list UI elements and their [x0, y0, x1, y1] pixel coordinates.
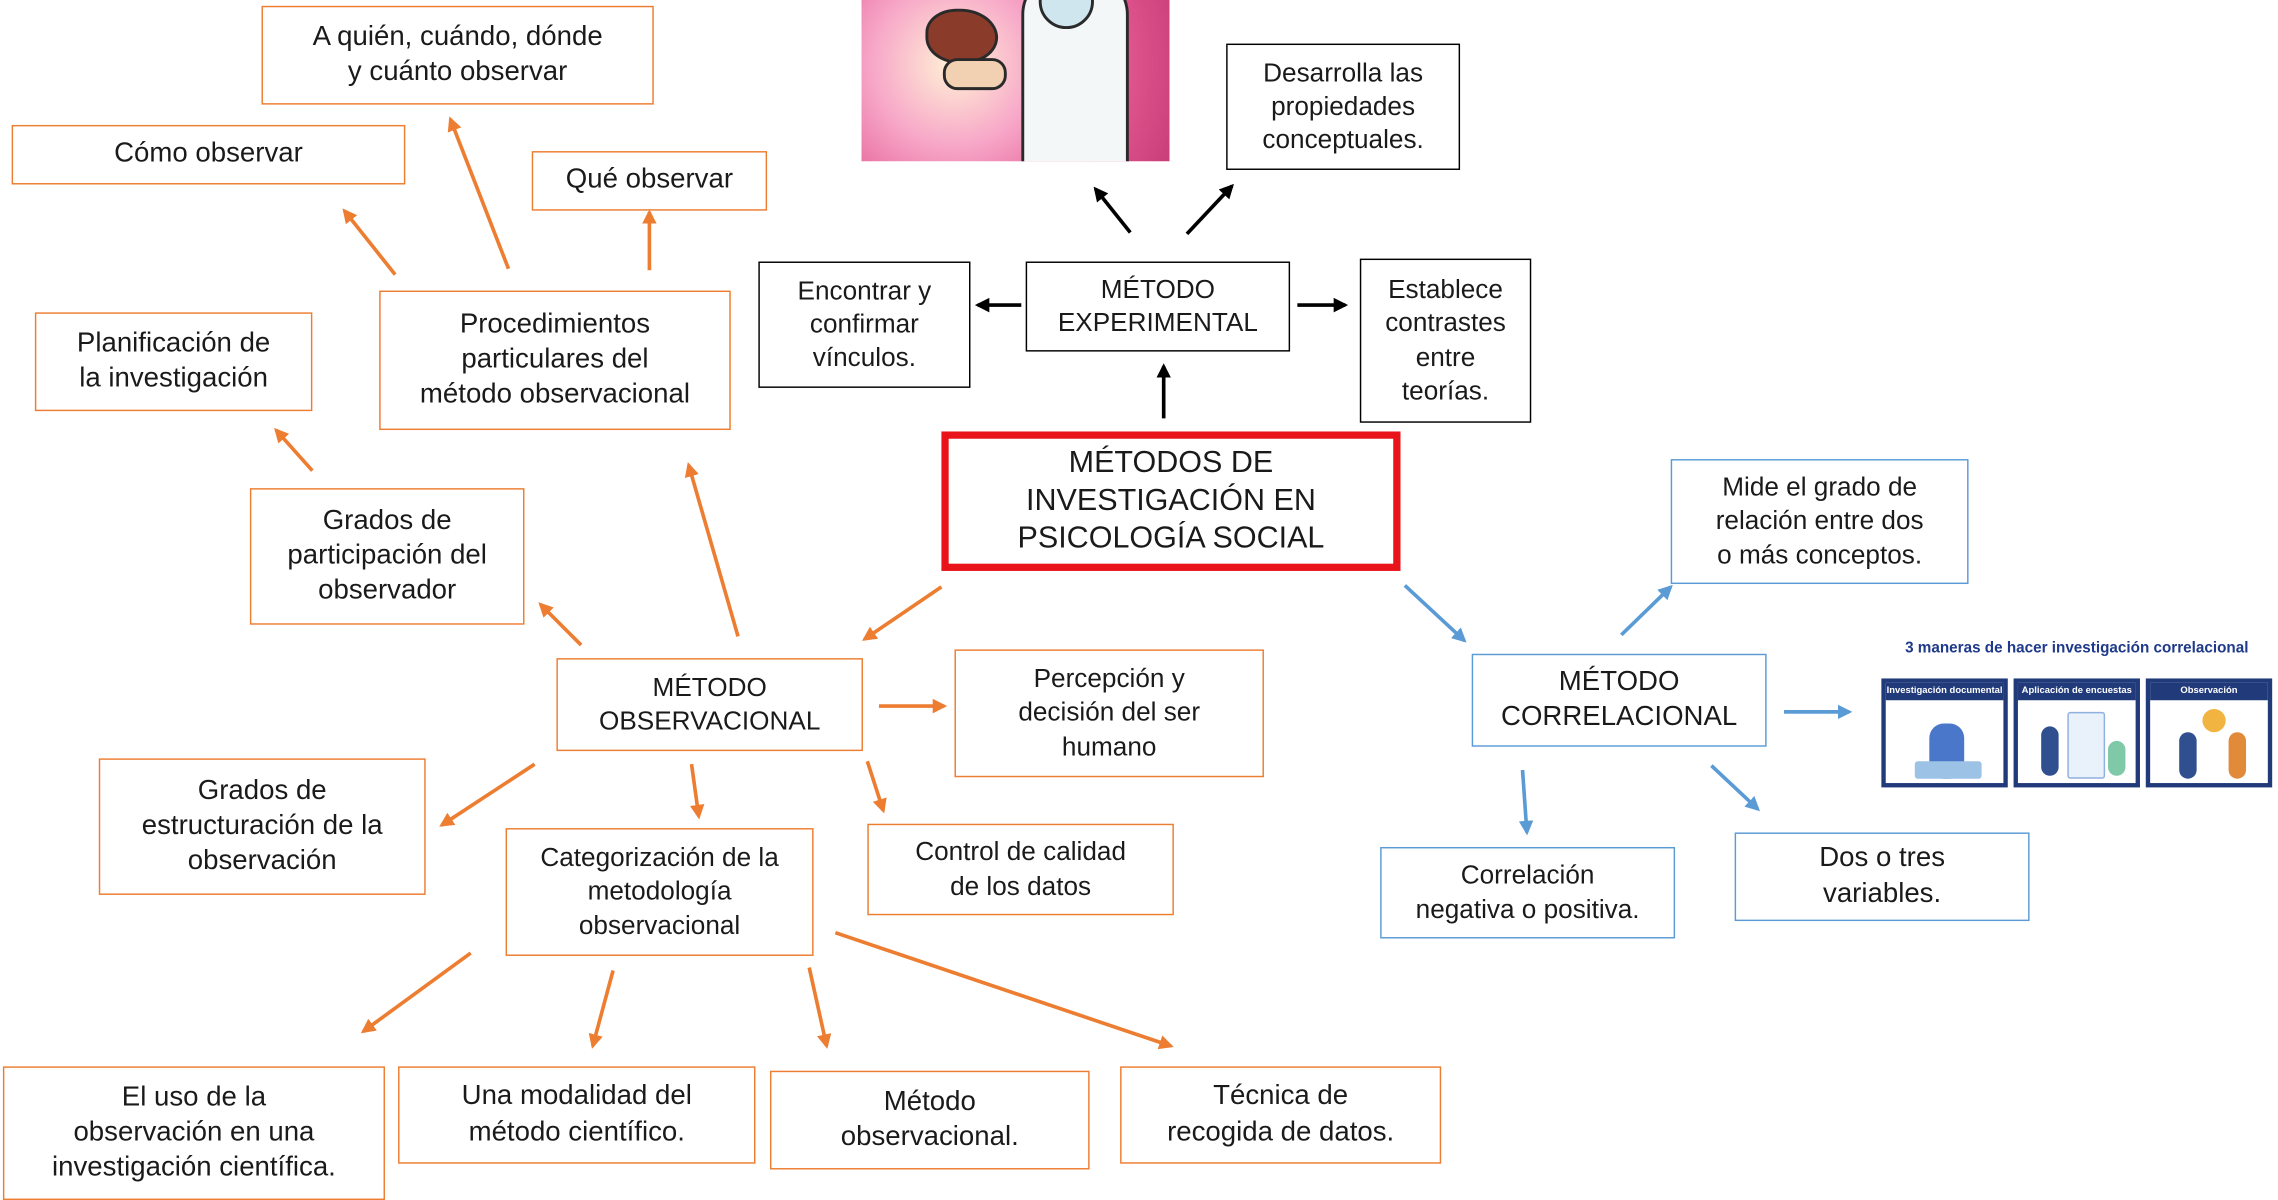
- arrow-proc-to-aquien: [447, 116, 511, 270]
- correlational-method-node: MÉTODO CORRELACIONAL: [1471, 653, 1767, 747]
- arrow-grados-to-planificacion: [274, 427, 314, 472]
- modalidad-node: Una modalidad del método científico.: [398, 1066, 756, 1164]
- central-node: MÉTODOS DE INVESTIGACIÓN EN PSICOLOGÍA S…: [941, 431, 1401, 571]
- infographic-title: 3 maneras de hacer investigación correla…: [1905, 639, 2249, 657]
- uso-observacion-node: El uso de la observación en una investig…: [2, 1066, 385, 1200]
- que-observar-node: Qué observar: [531, 151, 768, 211]
- categorizacion-node: Categorización de la metodología observa…: [505, 828, 814, 956]
- person-icon: [2228, 732, 2247, 779]
- person-icon: [2041, 726, 2059, 776]
- card-label: Investigación documental: [1885, 682, 2004, 701]
- arrow-cat-to-metodo: [807, 967, 832, 1049]
- arrow-center-to-observational: [862, 585, 943, 641]
- arrow-center-to-correlational: [1403, 584, 1467, 643]
- infographic-card-documental: Investigación documental: [1881, 678, 2008, 788]
- experimental-method-node: MÉTODO EXPERIMENTAL: [1025, 261, 1291, 352]
- grados-estructuracion-node: Grados de estructuración de la observaci…: [98, 758, 426, 895]
- arrow-obs-to-procedimientos: [684, 462, 740, 637]
- procedimientos-node: Procedimientos particulares del método o…: [379, 290, 731, 431]
- metodo-observacional-leaf-node: Método observacional.: [769, 1070, 1090, 1170]
- encontrar-vinculos-node: Encontrar y confirmar vínculos.: [758, 261, 971, 388]
- arrow-exp-to-illustration: [1093, 186, 1132, 234]
- mide-grado-node: Mide el grado de relación entre dos o má…: [1670, 459, 1969, 585]
- card-label: Observación: [2150, 682, 2268, 701]
- establece-contrastes-node: Establece contrastes entre teorías.: [1359, 258, 1532, 423]
- arrow-cat-to-modalidad: [588, 969, 615, 1049]
- arrow-corr-to-variables: [1710, 764, 1761, 812]
- tecnica-node: Técnica de recogida de datos.: [1120, 1066, 1442, 1164]
- card-label: Aplicación de encuestas: [2017, 682, 2136, 701]
- a-quien-node: A quién, cuándo, dónde y cuánto observar: [261, 5, 654, 105]
- arrow-cat-to-uso: [360, 951, 472, 1034]
- arrow-corr-to-correlacion: [1518, 769, 1534, 836]
- como-observar-node: Cómo observar: [11, 124, 406, 185]
- correlacion-node: Correlación negativa o positiva.: [1380, 846, 1676, 939]
- scientist-illustration: [861, 0, 1170, 162]
- survey-icon: [2067, 711, 2106, 779]
- correlational-infographic: 3 maneras de hacer investigación correla…: [1879, 639, 2274, 794]
- percepcion-node: Percepción y decisión del ser humano: [954, 649, 1264, 778]
- hand-shape: [942, 58, 1007, 91]
- infographic-card-observacion: Observación: [2145, 678, 2273, 788]
- chart-icon: [2202, 708, 2226, 733]
- arrow-cat-to-tecnica: [834, 930, 1174, 1050]
- planificacion-node: Planificación de la investigación: [34, 312, 313, 412]
- arrow-exp-to-top: [1185, 183, 1234, 236]
- arrow-obs-to-grados-estructuracion: [439, 762, 536, 827]
- arrow-corr-to-mide: [1620, 584, 1673, 637]
- infographic-card-encuestas: Aplicación de encuestas: [2013, 678, 2140, 788]
- arrow-obs-to-control: [865, 760, 887, 814]
- grados-participacion-node: Grados de participación del observador: [249, 488, 525, 625]
- books-icon: [1914, 761, 1982, 779]
- arrow-proc-to-como: [342, 208, 397, 276]
- brain-icon: [925, 8, 999, 64]
- desarrolla-propiedades-node: Desarrolla las propiedades conceptuales.: [1226, 43, 1461, 170]
- observational-method-node: MÉTODO OBSERVACIONAL: [556, 658, 863, 752]
- arrow-obs-to-categorizacion: [689, 763, 705, 820]
- arrow-obs-to-grados-participacion: [538, 602, 583, 647]
- person-icon: [2179, 732, 2197, 779]
- control-calidad-node: Control de calidad de los datos: [867, 823, 1174, 916]
- plant-icon: [2108, 740, 2126, 776]
- dos-tres-variables-node: Dos o tres variables.: [1734, 832, 2030, 922]
